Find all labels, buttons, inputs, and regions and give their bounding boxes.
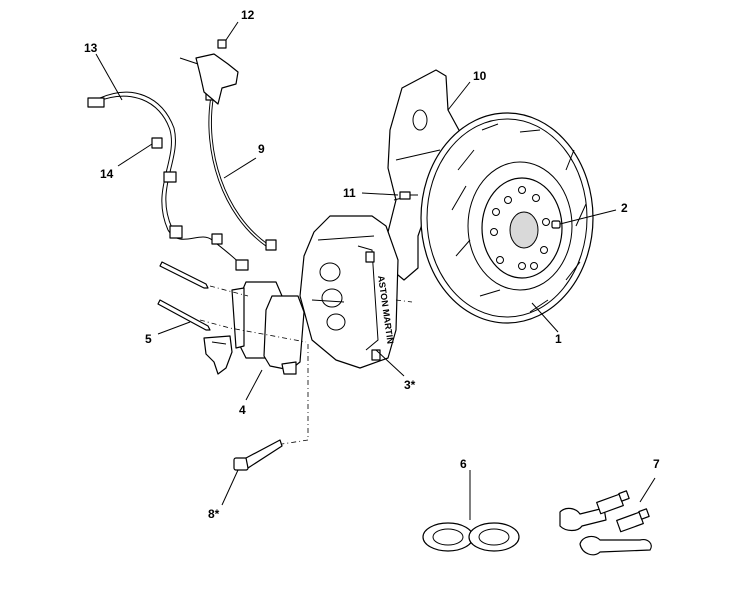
leader-lines (95, 21, 656, 520)
bleed-screws-and-caps (559, 490, 652, 556)
callout-11: 11 (343, 186, 356, 200)
callout-3: 3* (404, 378, 416, 392)
callout-8: 8* (208, 507, 220, 521)
brake-hose (205, 89, 277, 251)
caliper-bolt (233, 439, 283, 471)
disc-retaining-screw (551, 220, 561, 229)
callout-10: 10 (473, 69, 487, 83)
brake-disc (420, 112, 594, 324)
callout-9: 9 (258, 142, 265, 156)
callout-7: 7 (653, 457, 660, 471)
brake-caliper: ASTON MARTIN (299, 215, 399, 369)
callout-13: 13 (84, 41, 98, 55)
callout-6: 6 (460, 457, 467, 471)
hose-bracket (179, 39, 239, 105)
callout-labels: 1 2 3* 4 5 6 7 8* 9 10 11 12 13 14 (84, 8, 660, 521)
brake-pads (231, 281, 305, 375)
washers (422, 522, 520, 552)
shield-bolt (399, 191, 418, 200)
pad-pins-and-spring (157, 261, 233, 375)
assembly-centre-lines (199, 285, 413, 445)
callout-5: 5 (145, 332, 152, 346)
wear-sensor-harness (87, 91, 249, 271)
callout-14: 14 (100, 167, 114, 181)
callout-12: 12 (241, 8, 255, 22)
callout-4: 4 (239, 403, 246, 417)
callout-2: 2 (621, 201, 628, 215)
callout-1: 1 (555, 332, 562, 346)
